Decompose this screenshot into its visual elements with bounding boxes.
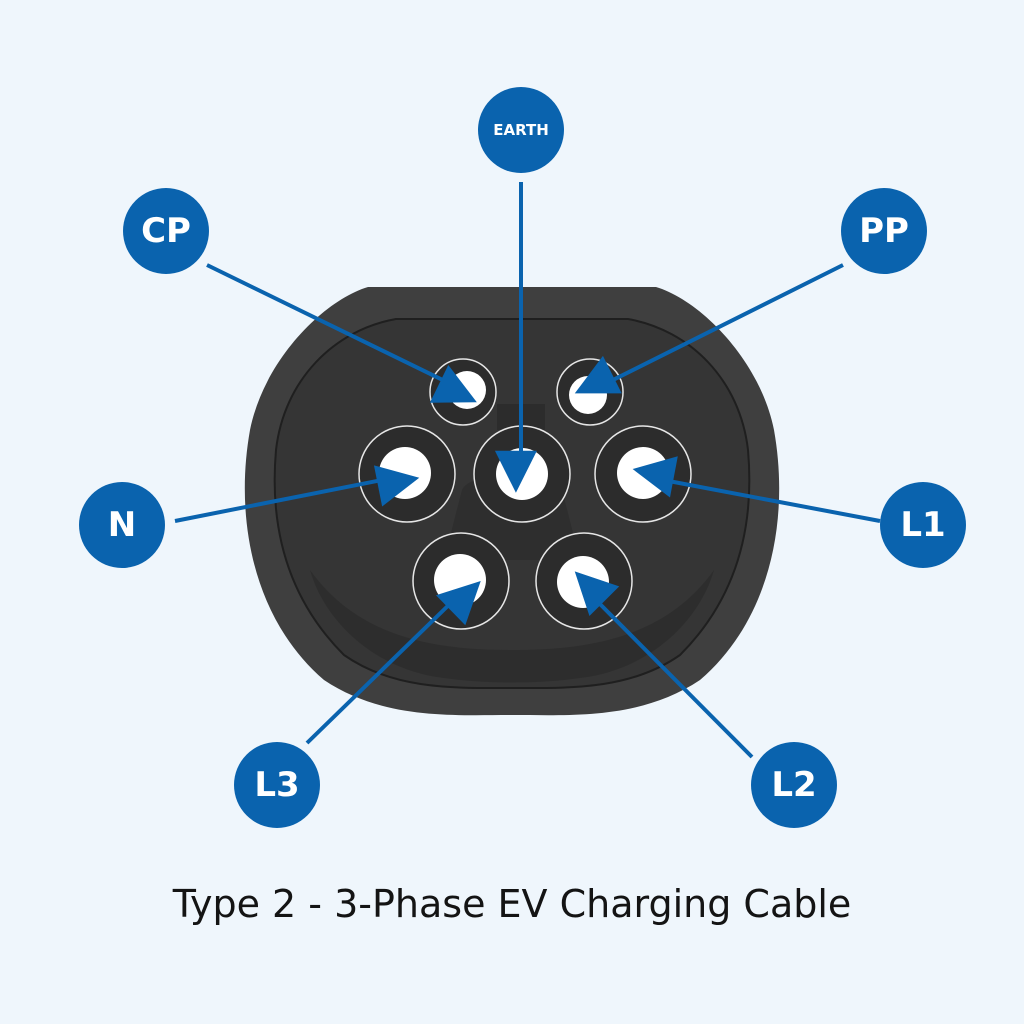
diagram-title: Type 2 - 3-Phase EV Charging Cable	[172, 882, 852, 926]
pin-socket-cp	[429, 358, 497, 426]
pin-socket-l2	[535, 532, 633, 630]
arrow-n	[174, 465, 420, 523]
leader-arrows	[174, 182, 881, 759]
arrow-l2	[574, 571, 754, 759]
badge-n: N	[79, 482, 165, 568]
pin-socket-l1	[594, 425, 692, 523]
arrow-l3	[305, 580, 481, 745]
arrow-cp	[206, 263, 477, 403]
svg-text:CP: CP	[141, 211, 191, 251]
svg-text:N: N	[108, 505, 136, 545]
svg-text:PP: PP	[859, 211, 909, 251]
badge-l3: L3	[234, 742, 320, 828]
arrow-pp	[574, 263, 844, 394]
svg-text:L2: L2	[771, 765, 816, 805]
pin-socket-pp	[556, 358, 624, 426]
pin-socket-n	[358, 425, 456, 523]
badge-pp: PP	[841, 188, 927, 274]
label-badges: EARTH CP PP N L1 L3	[79, 87, 966, 828]
svg-text:EARTH: EARTH	[493, 121, 549, 139]
arrow-l1	[632, 456, 881, 523]
badge-l2: L2	[751, 742, 837, 828]
badge-earth: EARTH	[478, 87, 564, 173]
plug-lower-rim	[310, 570, 714, 683]
badge-cp: CP	[123, 188, 209, 274]
badge-l1: L1	[880, 482, 966, 568]
svg-text:L1: L1	[900, 505, 945, 545]
pin-socket-l3	[412, 532, 510, 630]
type2-plug	[244, 287, 780, 716]
svg-text:L3: L3	[254, 765, 299, 805]
